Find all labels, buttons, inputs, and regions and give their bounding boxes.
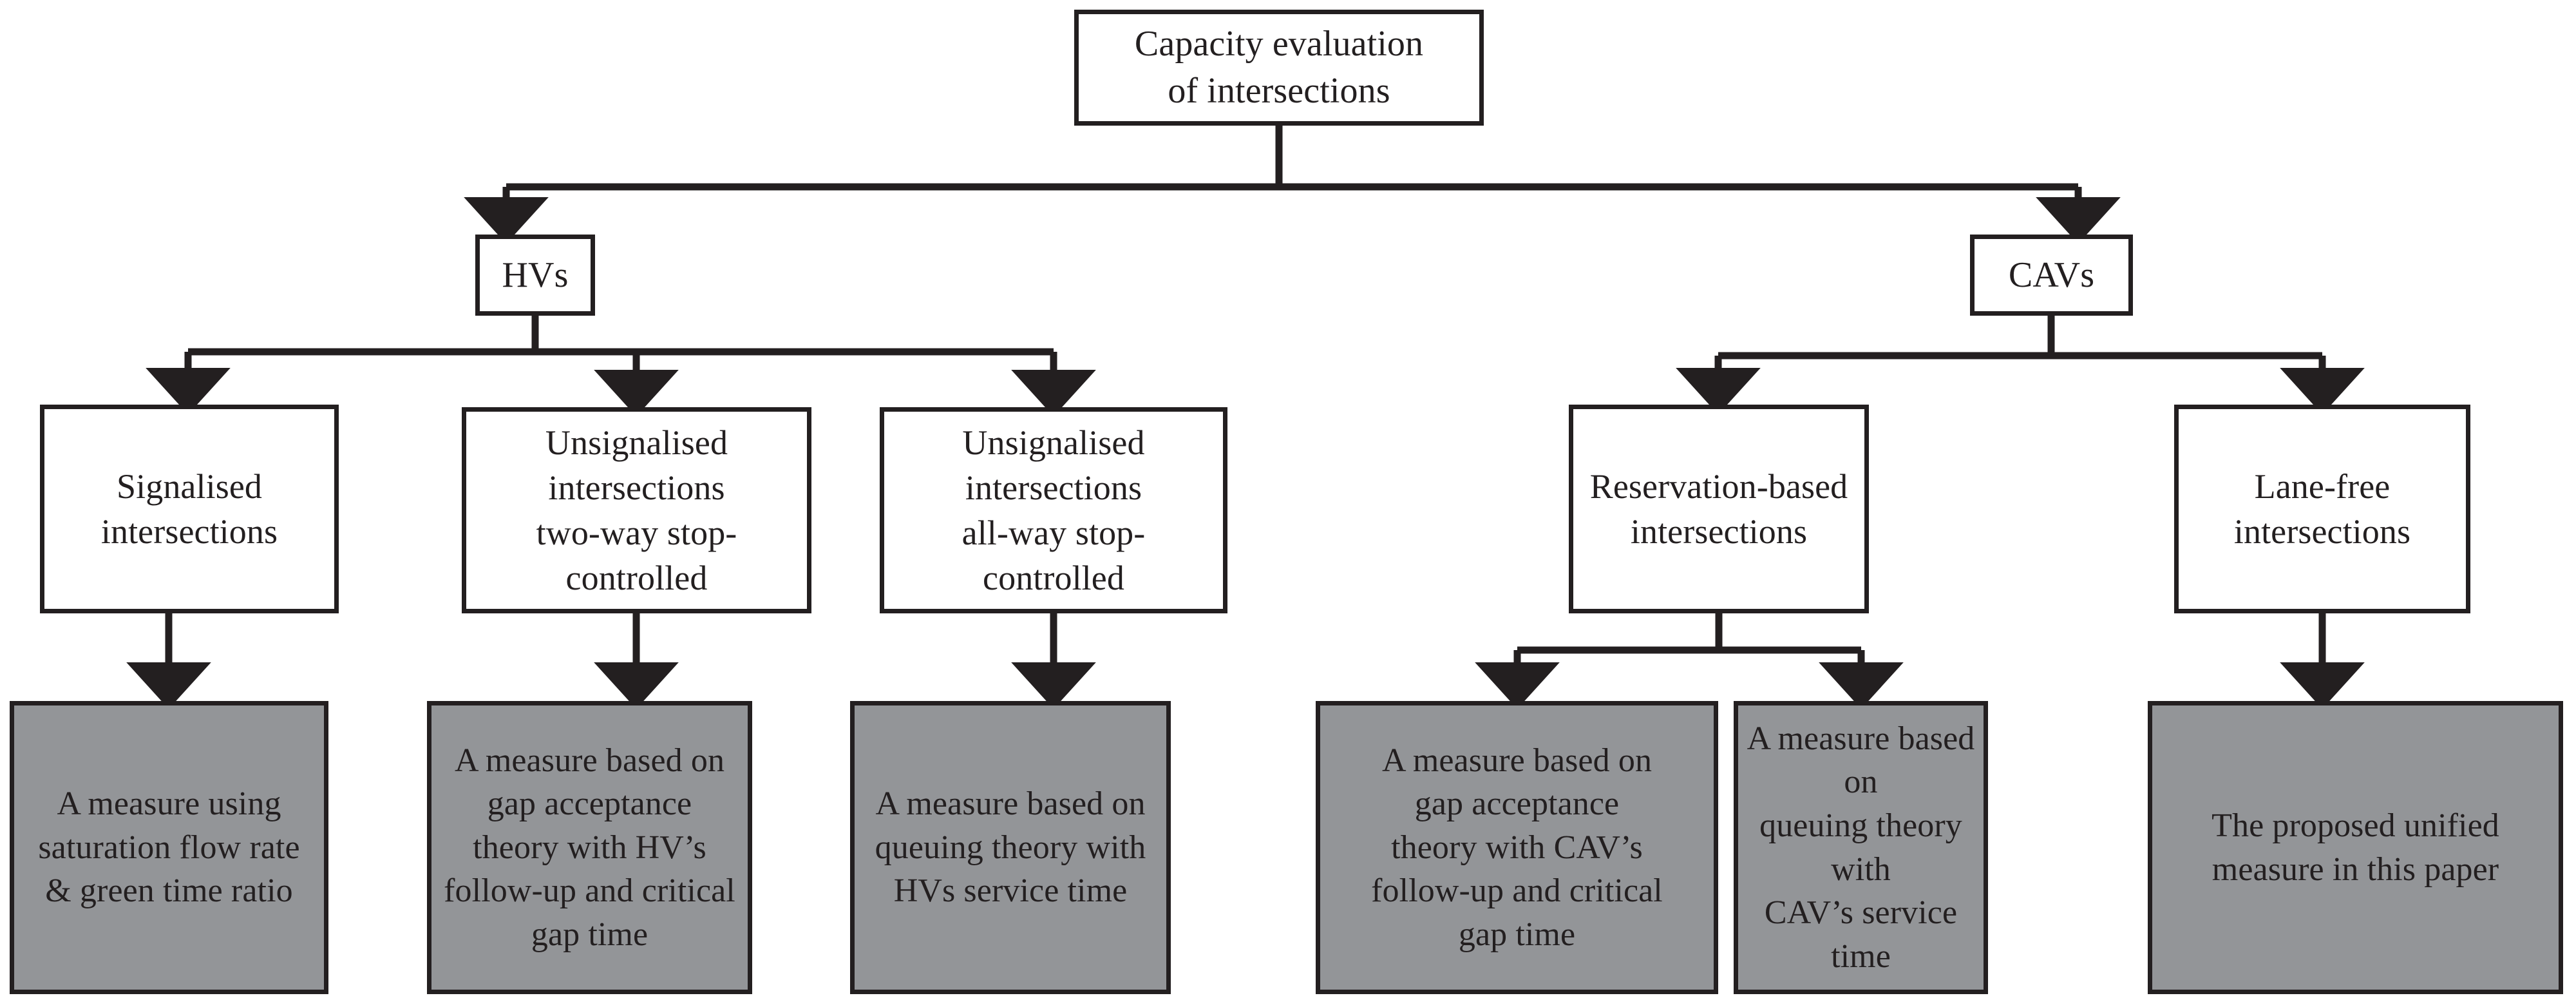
node-label: CAVs bbox=[2008, 254, 2095, 295]
node-label: HVs bbox=[502, 254, 569, 295]
node-hvs[interactable]: HVs bbox=[475, 235, 595, 316]
node-cavs[interactable]: CAVs bbox=[1970, 235, 2133, 316]
